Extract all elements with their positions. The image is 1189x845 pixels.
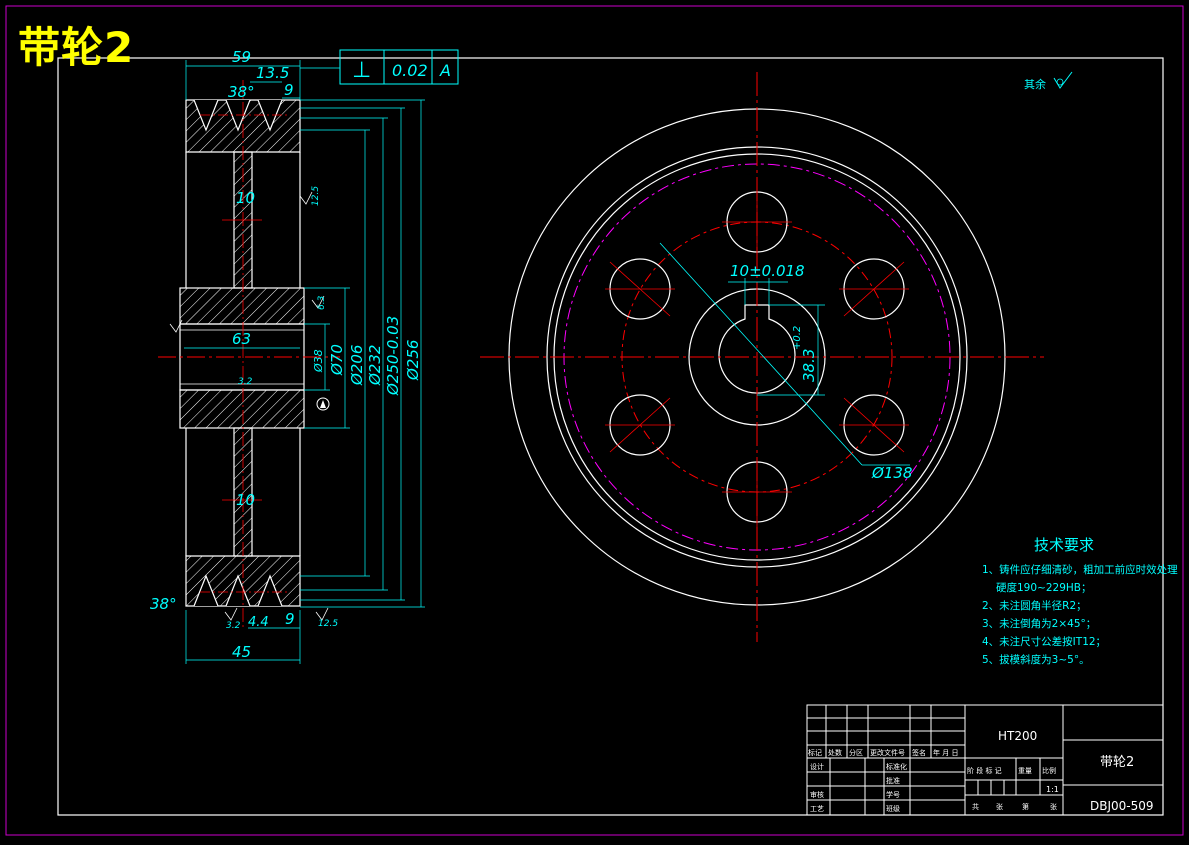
dim-groove-pitch: 13.5 <box>256 64 289 82</box>
material: HT200 <box>998 729 1037 743</box>
tech-item-1-cont: 硬度190~229HB； <box>996 582 1092 594</box>
sheet-total: 共 <box>972 802 979 811</box>
hub-upper <box>179 287 305 325</box>
dim-pitch-bottom: 4.4 <box>248 615 269 630</box>
tech-item-4: 4、未注尺寸公差按IT12； <box>982 636 1107 648</box>
rough-bottom-label: 3.2 <box>226 621 241 631</box>
technical-requirements: 技术要求 1、铸件应仔细清砂，粗加工前应时效处理 硬度190~229HB； 2、… <box>982 534 1178 669</box>
bore-keyway <box>718 304 796 394</box>
tolerance-datum: A <box>439 61 451 80</box>
mid-standard: 标准化 <box>886 762 907 771</box>
dim-edge-bottom: 9 <box>285 610 295 628</box>
dim-width-top: 59 <box>232 48 251 66</box>
inner-border <box>57 57 1164 816</box>
dim-groove-angle-top: 38° <box>228 83 255 101</box>
title-block <box>806 704 1164 816</box>
rough-rim-label: 12.5 <box>311 186 321 206</box>
mid-student-id: 学号 <box>886 790 900 799</box>
row-review: 审核 <box>810 790 824 799</box>
rough-hub-label: 6.3 <box>317 295 327 310</box>
dim-web-upper: 10 <box>236 189 255 207</box>
rough-bore-label: 3.2 <box>238 377 253 387</box>
dim-width-bottom: 45 <box>232 643 251 661</box>
dim-edge-top: 9 <box>284 81 294 99</box>
front-view <box>480 72 1044 642</box>
dim-bore-length: 63 <box>232 330 251 348</box>
row-design: 设计 <box>810 762 824 771</box>
mid-approve: 批准 <box>886 776 900 785</box>
dim-web-lower: 10 <box>236 491 255 509</box>
sheet-index: 第 <box>1022 802 1029 811</box>
stage-mark: 阶 段 标 记 <box>967 766 1002 775</box>
dim-dia-206: Ø206 <box>348 345 366 386</box>
drawing-title: 带轮2 <box>18 23 135 72</box>
tech-item-3: 3、未注倒角为2×45°； <box>982 618 1097 630</box>
outer-border <box>5 5 1184 836</box>
dim-groove-angle-bottom: 38° <box>150 595 177 613</box>
tech-item-1: 1、铸件应仔细清砂，粗加工前应时效处理 <box>982 564 1178 576</box>
dim-hole-circle: Ø138 <box>871 464 912 482</box>
mid-class: 班级 <box>886 804 900 813</box>
stage-scale: 比例 <box>1042 766 1056 775</box>
sheet-unit-2: 张 <box>1050 802 1057 811</box>
hdr-date: 年 月 日 <box>933 748 958 757</box>
dim-keyway-depth-tol: +0.2 <box>792 326 803 350</box>
hdr-sign: 签名 <box>912 748 926 757</box>
hdr-change-doc: 更改文件号 <box>870 748 905 757</box>
sheet-unit-1: 张 <box>996 802 1003 811</box>
roughness-note: 其余 <box>1024 77 1046 91</box>
dim-keyway-width: 10±0.018 <box>730 262 805 280</box>
part-name: 带轮2 <box>1100 755 1134 770</box>
dim-dia-70: Ø70 <box>328 344 346 376</box>
tech-title: 技术要求 <box>1034 536 1095 554</box>
dim-dia-38: Ø38 <box>312 349 325 373</box>
dim-keyway-depth: 38.3 <box>800 349 818 382</box>
stage-weight: 重量 <box>1018 767 1032 775</box>
leader-dia-138 <box>659 242 863 466</box>
drawing-number: DBJ00-509 <box>1090 799 1154 813</box>
tolerance-frame: ⊥ 0.02 A <box>300 49 459 85</box>
scale-value: 1:1 <box>1046 785 1059 794</box>
dim-dia-232: Ø232 <box>366 345 384 386</box>
hub-lower <box>179 389 305 429</box>
tolerance-value: 0.02 <box>392 61 428 80</box>
section-view <box>158 60 425 664</box>
roughness-symbol-icon <box>1053 71 1073 89</box>
perpendicularity-symbol: ⊥ <box>352 58 371 83</box>
hdr-count: 处数 <box>828 748 842 757</box>
hdr-zone: 分区 <box>849 748 863 757</box>
dim-dia-250: Ø250-0.03 <box>384 316 402 396</box>
dim-dia-256: Ø256 <box>404 340 422 381</box>
tech-item-5: 5、拔模斜度为3~5°。 <box>982 654 1090 666</box>
hdr-mark: 标记 <box>808 748 822 757</box>
rough-edge-label: 12.5 <box>318 619 338 629</box>
tech-item-2: 2、未注圆角半径R2； <box>982 600 1087 612</box>
row-process: 工艺 <box>810 805 824 813</box>
